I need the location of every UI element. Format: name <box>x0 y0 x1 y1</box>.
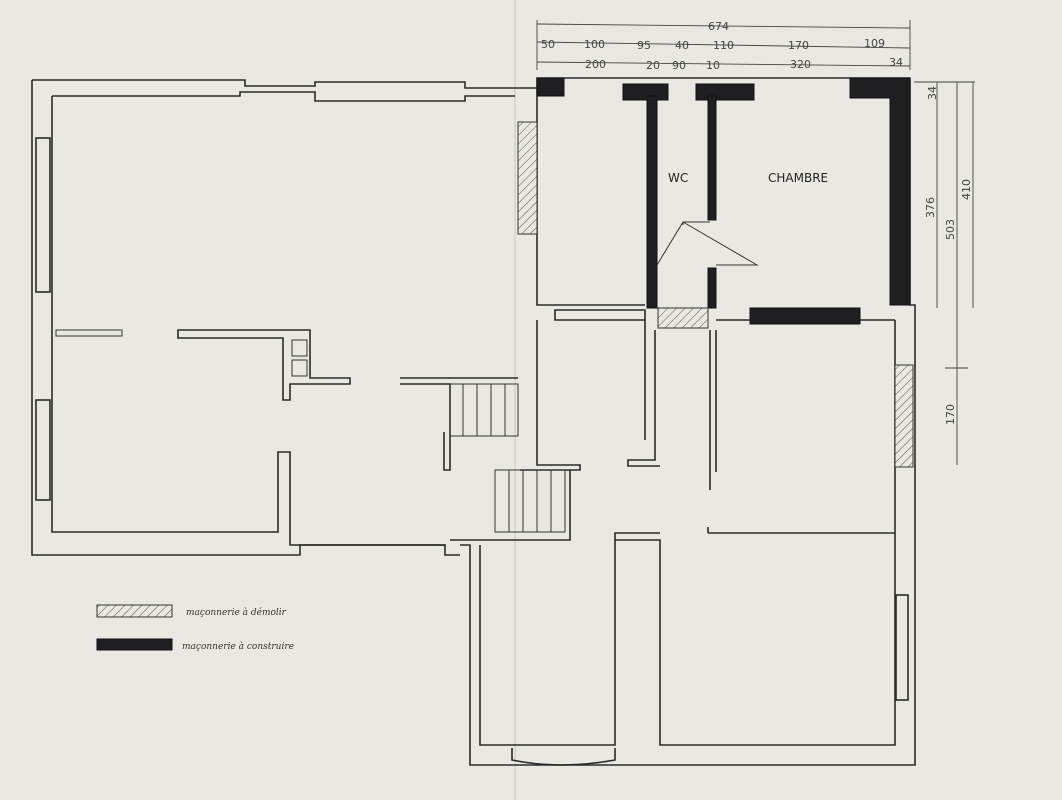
dim-total: 674 <box>708 20 729 33</box>
dim-bottom: 200 <box>585 58 606 71</box>
dim-vertical-410: 410 <box>960 179 973 200</box>
dim-top: 110 <box>713 39 734 52</box>
dim-top: 170 <box>788 39 809 52</box>
masonry-to-demolish <box>517 121 914 468</box>
legend-label-build: maçonnerie à construire <box>182 641 294 652</box>
horizontal-dimensions: 674 50 100 95 40 110 170 109 200 20 90 1… <box>536 20 911 72</box>
vertical-dimensions: 34 376 503 410 170 <box>914 81 975 465</box>
dim-top: 50 <box>541 38 555 51</box>
dim-bottom: 320 <box>790 58 811 71</box>
legend-swatch-build <box>96 638 173 651</box>
masonry-to-build <box>536 77 911 325</box>
dim-bottom: 20 <box>646 59 660 72</box>
dim-vertical-376: 376 <box>924 197 937 218</box>
dim-bottom: 90 <box>672 59 686 72</box>
dim-bottom: 10 <box>706 59 720 72</box>
door-swing <box>656 221 759 266</box>
staircase-upper <box>449 383 519 437</box>
legend: maçonnerie à démolir maçonnerie à constr… <box>96 604 294 652</box>
staircase-lower <box>450 469 571 541</box>
legend-label-demolish: maçonnerie à démolir <box>186 607 287 618</box>
left-wing-walls <box>31 79 519 556</box>
dim-top: 109 <box>864 37 885 50</box>
dim-vertical-170: 170 <box>944 404 957 425</box>
dim-vertical-top: 34 <box>926 86 939 100</box>
dim-top: 100 <box>584 38 605 51</box>
room-label-chambre: CHAMBRE <box>768 171 828 185</box>
dim-vertical-503: 503 <box>944 219 957 240</box>
dim-bottom: 34 <box>889 56 903 69</box>
dim-top: 95 <box>637 39 651 52</box>
dim-top: 40 <box>675 39 689 52</box>
legend-swatch-demolish <box>96 604 173 618</box>
room-label-wc: WC <box>668 171 688 185</box>
